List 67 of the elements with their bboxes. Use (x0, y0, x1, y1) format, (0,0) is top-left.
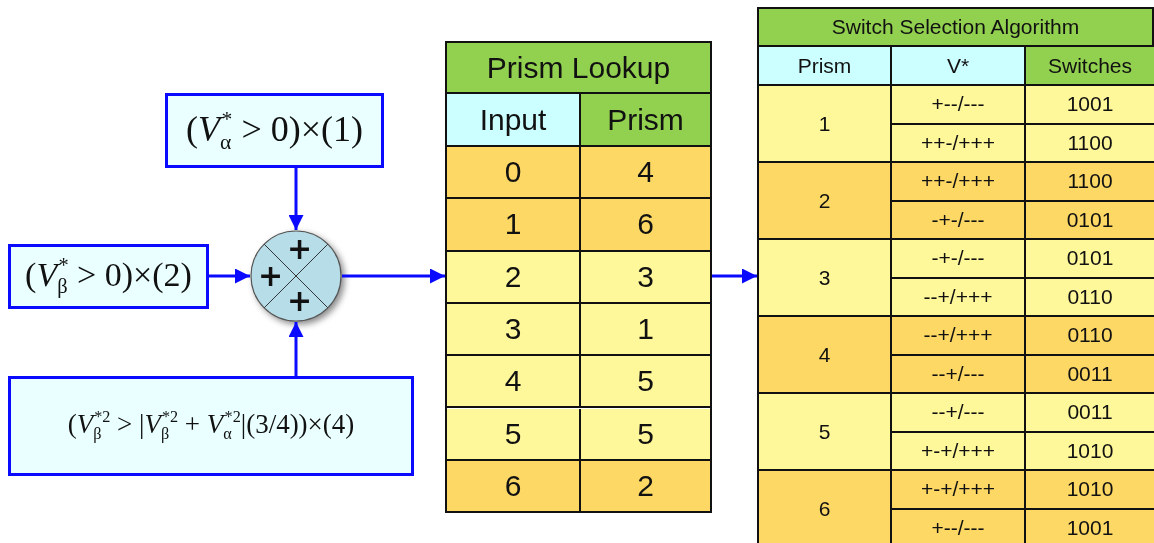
table-cell: 1001 (1026, 86, 1154, 125)
table-cell: --+/+++ (892, 317, 1026, 356)
formula-text: (V$_{β}$$^{*}$ > 0)×(2) (25, 254, 192, 299)
table-cell: 5 (581, 408, 712, 461)
table-cell: 5 (759, 394, 892, 471)
column-header: Input (447, 94, 581, 147)
column-header: Switches (1026, 47, 1154, 86)
table-cell: -+-/--- (892, 240, 1026, 279)
formula-box (8, 376, 414, 476)
table-cell: 0110 (1026, 317, 1154, 356)
table-cell: 3 (759, 240, 892, 317)
table-title: Prism Lookup (447, 43, 710, 94)
table-cell: 1100 (1026, 124, 1154, 163)
table-cell: --+/+++ (892, 278, 1026, 317)
table-cell: 1 (447, 199, 581, 252)
table-cell: 3 (581, 251, 712, 304)
table-cell: 1010 (1026, 471, 1154, 510)
arrow (712, 268, 757, 284)
arrow (209, 268, 250, 284)
table-cell: 0101 (1026, 201, 1154, 240)
arrow (288, 168, 304, 230)
table-cell: 0101 (1026, 240, 1154, 279)
table-cell: +--/--- (892, 86, 1026, 125)
table-cell: 0 (447, 147, 581, 200)
table-cell: 5 (581, 356, 712, 409)
table-cell: ++-/+++ (892, 124, 1026, 163)
table-cell: 0011 (1026, 394, 1154, 433)
sign-label: + (287, 234, 313, 264)
column-header: V* (892, 47, 1026, 86)
table-cell: 2 (759, 163, 892, 240)
prism-lookup-table (445, 41, 712, 513)
table-cell: 2 (581, 460, 712, 514)
table-cell: +--/--- (892, 509, 1026, 543)
table-cell: 5 (447, 408, 581, 461)
table-cell: --+/--- (892, 355, 1026, 394)
table-cell: 2 (447, 251, 581, 304)
sign-label: + (258, 261, 284, 291)
formula-text: (V$_{α}$$^{*}$ > 0)×(1) (186, 106, 363, 155)
formula-box (8, 244, 209, 309)
table-cell: 4 (759, 317, 892, 394)
table-cell: +-+/+++ (892, 432, 1026, 471)
table-cell: 1 (581, 303, 712, 357)
table-cell: 6 (447, 460, 581, 514)
table-cell: -+-/--- (892, 201, 1026, 240)
table-cell: 1100 (1026, 163, 1154, 202)
table-cell: 4 (447, 356, 581, 409)
sign-label: + (287, 286, 313, 316)
column-header: Prism (581, 94, 712, 147)
table-cell: 0011 (1026, 355, 1154, 394)
table-cell: 4 (581, 147, 712, 200)
table-cell: 1001 (1026, 509, 1154, 543)
table-cell: 6 (581, 199, 712, 252)
table-cell: 1010 (1026, 432, 1154, 471)
formula-text: (V$_{β}$$^{*2}$ > |V$_{β}$$^{*2}$ + V$_{α}$$^{*2}$|(3/4))×(4) (67, 408, 355, 444)
table-cell: --+/--- (892, 394, 1026, 433)
arrow (342, 268, 445, 284)
formula-box (165, 93, 384, 168)
table-title: Switch Selection Algorithm (759, 9, 1152, 47)
column-header: Prism (759, 47, 892, 86)
switch-selection-table (757, 7, 1154, 543)
table-cell: +-+/+++ (892, 471, 1026, 510)
table-cell: 3 (447, 303, 581, 357)
arrow (288, 322, 304, 376)
table-cell: ++-/+++ (892, 163, 1026, 202)
table-cell: 6 (759, 471, 892, 543)
table-cell: 0110 (1026, 278, 1154, 317)
table-cell: 1 (759, 86, 892, 163)
